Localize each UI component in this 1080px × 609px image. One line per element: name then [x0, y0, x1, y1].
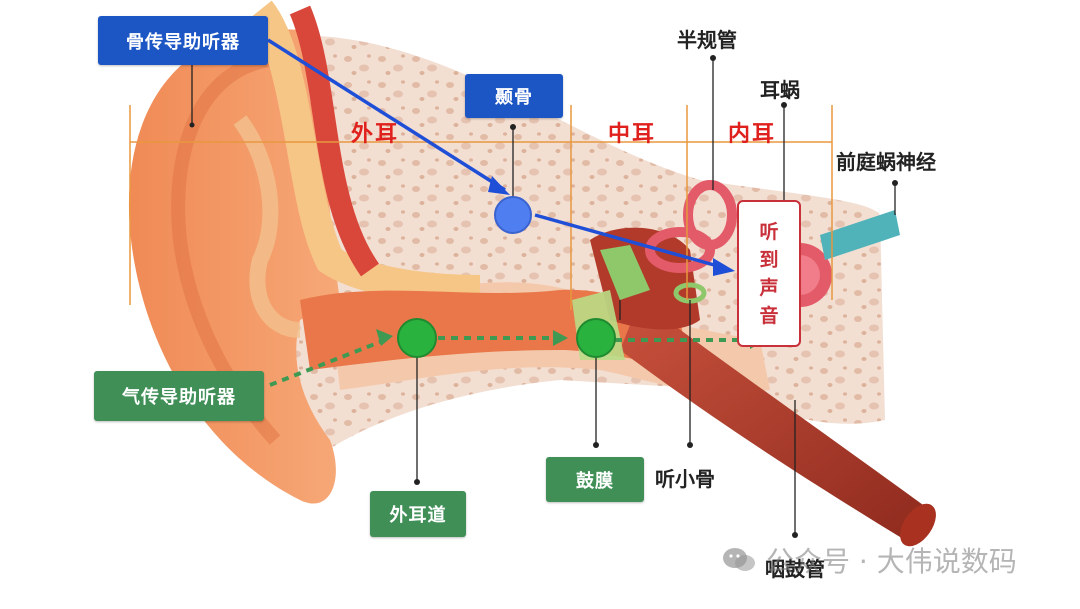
hear-sound-box: 听 到 声 音: [737, 200, 801, 347]
skin-layer: [247, 0, 481, 305]
temporal-bone-label: 颞骨: [465, 74, 563, 118]
cochlea-label: 耳蜗: [760, 78, 800, 102]
hear-sound-char: 音: [759, 304, 779, 327]
ear-canal-point: [397, 318, 437, 358]
eardrum-label: 鼓膜: [546, 457, 644, 502]
section-middle-ear: 中耳: [608, 122, 657, 147]
air-conduction-path: [269, 336, 755, 387]
semicircular-canals-label: 半规管: [677, 28, 737, 52]
pinna: [128, 29, 340, 504]
leader-lines: [191, 58, 896, 535]
eustachian-tube-label: 咽鼓管: [765, 557, 825, 581]
bone-conduction-label: 骨传导助听器: [98, 16, 268, 65]
blue-arrowhead-2: [713, 258, 735, 276]
watermark: 公众号 · 大伟说数码: [722, 540, 1017, 580]
green-arrowhead-2: [553, 330, 568, 346]
hear-sound-char: 听: [759, 220, 779, 243]
section-outer-ear: 外耳: [351, 122, 400, 147]
nerve-shape: [820, 210, 900, 260]
section-inner-ear: 内耳: [728, 122, 777, 147]
hear-sound-char: 声: [759, 276, 779, 299]
bone-conduction-path: [267, 38, 726, 270]
hear-sound-char: 到: [759, 248, 779, 271]
temporal-bone-point: [494, 196, 532, 234]
green-arrowhead-1: [376, 329, 393, 346]
vestibulocochlear-nerve-label: 前庭蜗神经: [836, 150, 936, 174]
eardrum-point: [576, 318, 616, 358]
eustachian-opening: [900, 503, 936, 547]
ossicles-label: 听小骨: [655, 467, 715, 491]
watermark-text: 公众号 · 大伟说数码: [766, 545, 1017, 578]
air-conduction-label: 气传导助听器: [94, 371, 264, 421]
wechat-icon: [723, 548, 755, 571]
eustachian-tube-shape: [620, 300, 930, 540]
muscle-layer: [289, 5, 380, 277]
ear-canal-label: 外耳道: [370, 491, 466, 537]
blue-arrowhead-1: [488, 176, 510, 195]
ossicle-shape: [600, 245, 650, 300]
section-dimension-lines: [129, 105, 833, 310]
